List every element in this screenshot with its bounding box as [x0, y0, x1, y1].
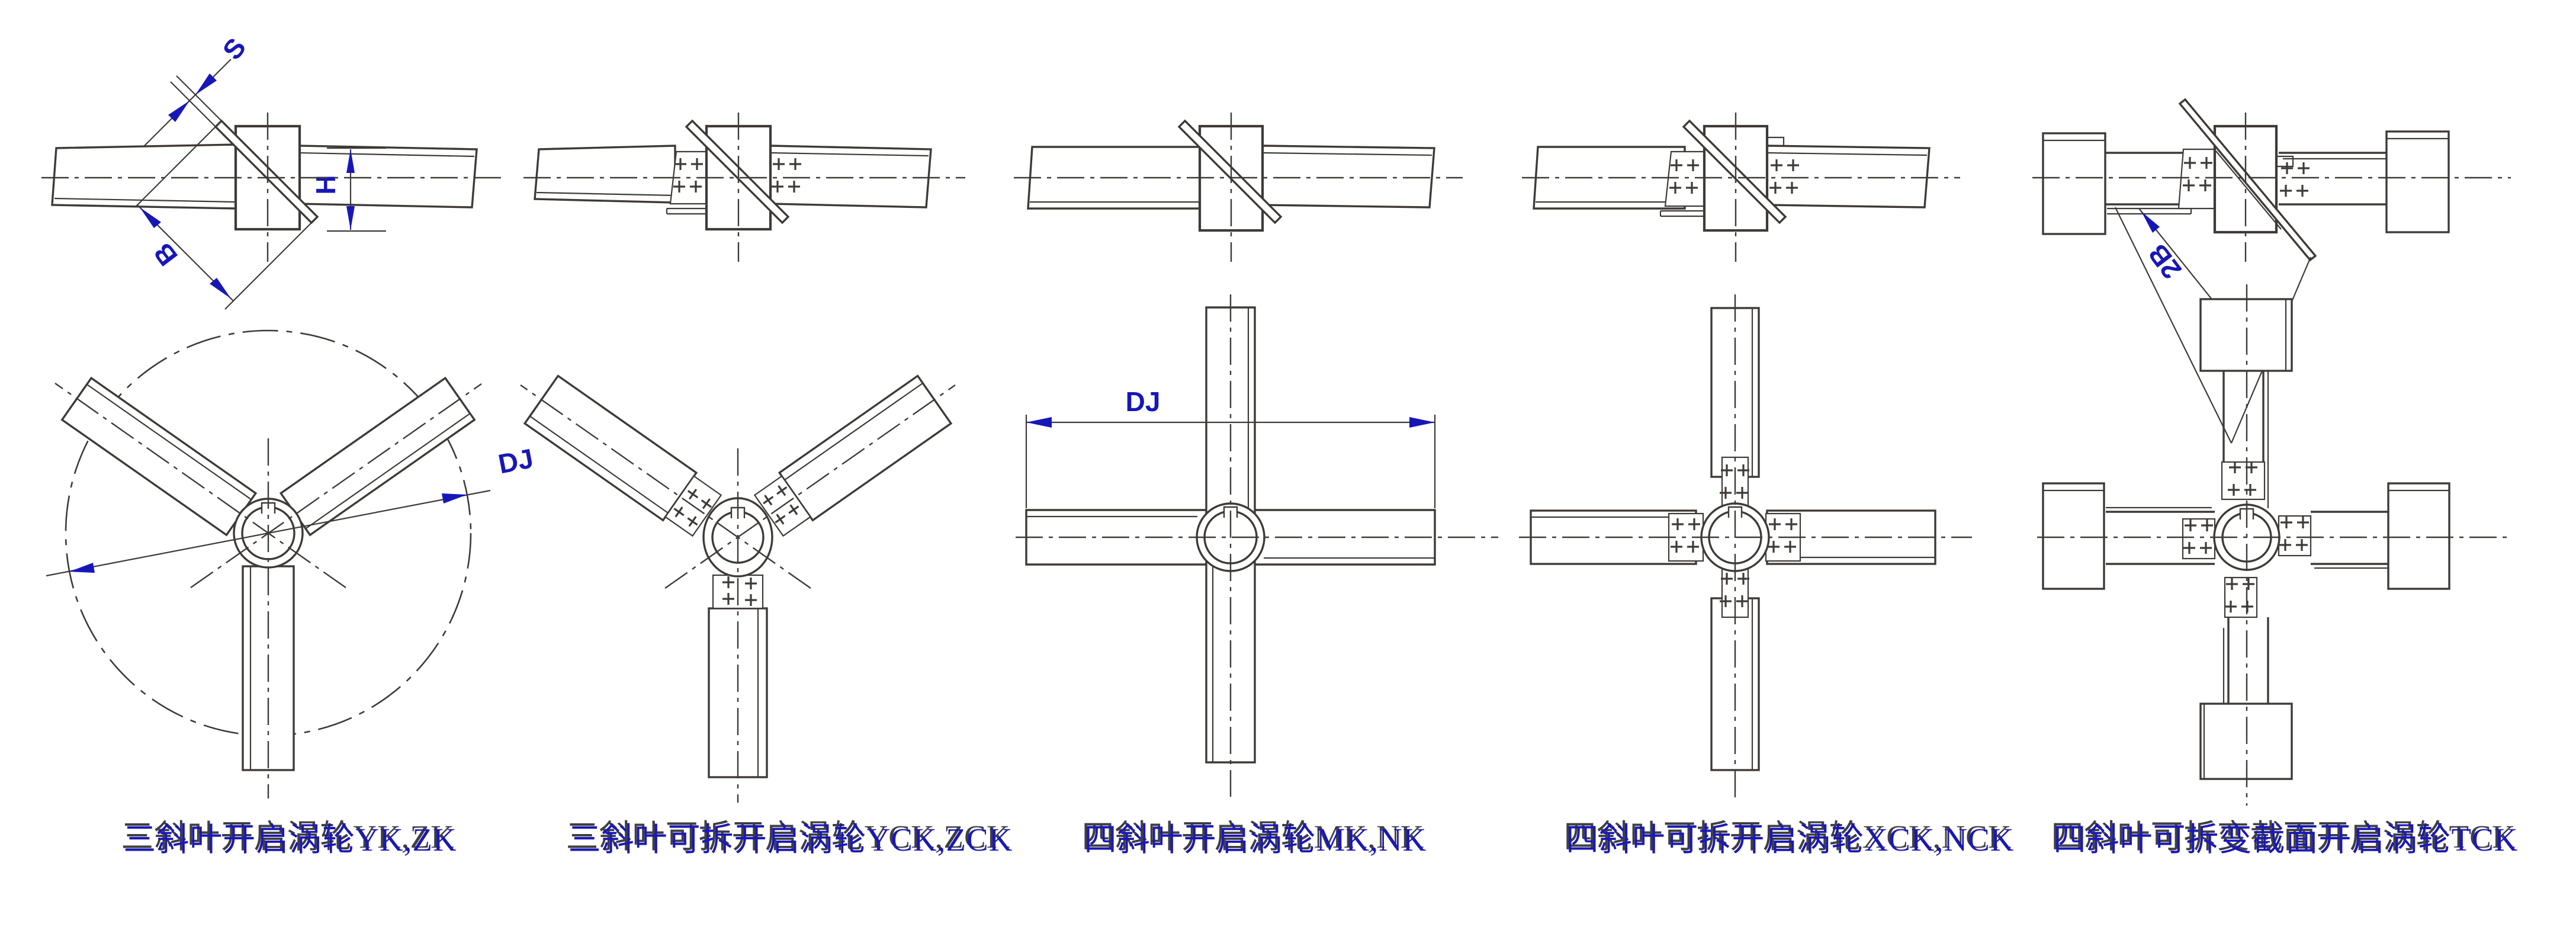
mk-nk-side-view: [1014, 113, 1463, 262]
dim-label-b: B: [147, 238, 184, 272]
xck-nck-plan-view: [1519, 294, 1972, 800]
diagram-yck-zck: [520, 113, 965, 803]
yk-zk-side-view: S H B: [41, 32, 502, 310]
dim-label-s: S: [216, 32, 252, 65]
drawing-canvas: S H B: [41, 32, 2511, 806]
tck-side-view: 2B: [2032, 98, 2511, 444]
yck-zck-side-view: [523, 113, 965, 262]
dim-label-2b: 2B: [2142, 238, 2188, 284]
tck-plan-view: [2037, 284, 2511, 806]
dim-label-dj-3: DJ: [1126, 386, 1161, 417]
mk-nk-plan-view: DJ: [1016, 294, 1498, 797]
caption-xck-nck: 四斜叶可拆开启涡轮XCK,NCK: [1566, 822, 2015, 858]
diagram-yk-zk: S H B: [41, 32, 536, 798]
caption-tck: 四斜叶可拆变截面开启涡轮TCK: [2053, 822, 2519, 858]
diagram-tck: 2B: [2032, 98, 2511, 806]
yk-zk-plan-view: DJ: [46, 329, 536, 798]
caption-mk-nk: 四斜叶开启涡轮MK,NK: [1084, 822, 1427, 858]
caption-yk-zk: 三斜叶开启涡轮YK,ZK: [123, 822, 457, 858]
diagram-mk-nk: DJ: [1014, 113, 1498, 797]
dim-label-dj-1: DJ: [496, 442, 536, 479]
xck-nck-side-view: [1522, 113, 1960, 262]
yck-zck-plan-view: [520, 374, 956, 803]
caption-yck-zck: 三斜叶可拆开启涡轮YCK,ZCK: [568, 822, 1013, 858]
diagram-xck-nck: [1519, 113, 1972, 800]
